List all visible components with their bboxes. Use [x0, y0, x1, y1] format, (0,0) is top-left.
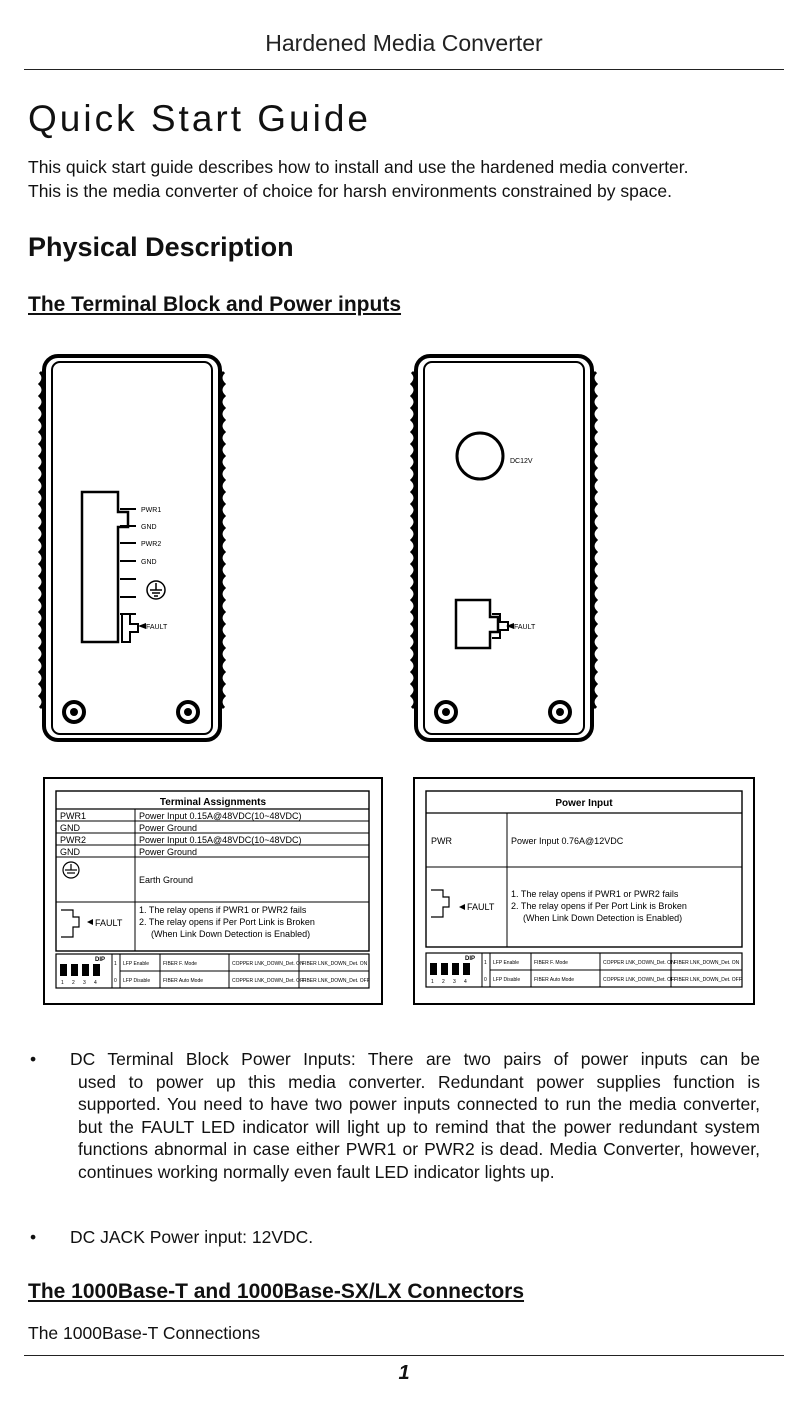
power-fault-line-1: 1. The relay opens if PWR1 or PWR2 fails	[511, 889, 679, 899]
dip-label: DIP	[95, 957, 105, 963]
dip-cell: FIBER LNK_DOWN_Det. ON	[674, 960, 740, 966]
bullet-item-dc-jack: • DC JACK Power input: 12VDC.	[30, 1226, 760, 1249]
label-gnd-2: GND	[141, 559, 157, 566]
dip-cell: FIBER F. Mode	[163, 961, 197, 967]
terminal-fault-line-3: (When Link Down Detection is Enabled)	[151, 929, 310, 939]
label-fault-right: FAULT	[514, 624, 536, 631]
terminal-row-1-label: PWR1	[60, 811, 86, 821]
dip-cell: FIBER LNK_DOWN_Det. OFF	[302, 978, 370, 984]
dip-cell: LFP Enable	[493, 960, 519, 966]
fault-arrow-icon	[138, 623, 146, 629]
dip-switch-number: 4	[94, 980, 97, 986]
header-rule	[24, 69, 784, 70]
left-edge-ridges	[38, 370, 227, 710]
running-header: Hardened Media Converter	[265, 30, 543, 56]
bullet-item-terminal-block: • DC Terminal Block Power Inputs: There …	[30, 1048, 760, 1183]
power-table-title: Power Input	[555, 798, 613, 809]
power-fault-line-2: 2. The relay opens if Per Port Link is B…	[511, 901, 687, 911]
fault-arrow-icon	[87, 919, 93, 925]
connections-text: The 1000Base-T Connections	[28, 1323, 261, 1343]
dip-cell: COPPER LNK_DOWN_Det. OFF	[603, 977, 677, 983]
label-gnd-1: GND	[141, 524, 157, 531]
dip-row-number: 0	[114, 978, 117, 984]
dip-cell: FIBER Auto Mode	[534, 977, 574, 983]
dip-cell: LFP Disable	[123, 978, 150, 984]
section-heading: Physical Description	[28, 232, 294, 262]
footer-rule	[24, 1355, 784, 1356]
dip-cell: FIBER Auto Mode	[163, 978, 203, 984]
power-input-panel: Power Input PWR Power Input 0.76A@12VDC …	[413, 777, 755, 1005]
earth-ground-icon	[62, 861, 80, 879]
subheading-connectors: The 1000Base-T and 1000Base-SX/LX Connec…	[28, 1280, 525, 1303]
dip-switch-icon	[60, 964, 100, 976]
terminal-row-3-value: Power Input 0.15A@48VDC(10~48VDC)	[139, 835, 301, 845]
dip-cell: FIBER LNK_DOWN_Det. OFF	[674, 977, 742, 983]
dip-switch-icon	[430, 963, 470, 975]
label-pwr1: PWR1	[141, 507, 161, 514]
power-fault-label: FAULT	[467, 902, 495, 912]
terminal-row-1-value: Power Input 0.15A@48VDC(10~48VDC)	[139, 811, 301, 821]
bullet-first-line: DC JACK Power input: 12VDC.	[70, 1227, 314, 1247]
dip-cell: COPPER LNK_DOWN_Det. ON	[232, 961, 304, 967]
dip-cell: COPPER LNK_DOWN_Det. ON	[603, 960, 675, 966]
intro-line-2: This is the media converter of choice fo…	[28, 181, 672, 201]
bullet-icon: •	[30, 1049, 37, 1069]
terminal-row-5-value: Earth Ground	[139, 875, 193, 885]
fault-arrow-icon	[506, 623, 514, 629]
dip-cell: LFP Enable	[123, 961, 149, 967]
earth-ground-icon	[146, 580, 166, 600]
mount-hole-icon	[62, 700, 200, 724]
subheading-terminal-block: The Terminal Block and Power inputs	[28, 293, 402, 316]
terminal-table-title: Terminal Assignments	[160, 797, 267, 808]
dip-switch-number: 3	[453, 979, 456, 985]
terminal-fault-line-1: 1. The relay opens if PWR1 or PWR2 fails	[139, 905, 307, 915]
intro-line-1: This quick start guide describes how to …	[28, 157, 689, 177]
dip-switch-number: 1	[431, 979, 434, 985]
page-title: Quick Start Guide	[28, 98, 372, 139]
bullet-body: used to power up this media converter. R…	[78, 1071, 760, 1182]
dip-switch-number: 1	[61, 980, 64, 986]
dip-cell: LFP Disable	[493, 977, 520, 983]
dip-switch-number: 3	[83, 980, 86, 986]
terminal-row-2-value: Power Ground	[139, 823, 197, 833]
dip-row-number: 0	[484, 977, 487, 983]
dc-jack-icon	[455, 431, 505, 481]
fault-arrow-icon	[459, 904, 465, 910]
dip-switch-number: 2	[442, 979, 445, 985]
power-fault-line-3: (When Link Down Detection is Enabled)	[523, 913, 682, 923]
dip-cell: COPPER LNK_DOWN_Det. OFF	[232, 978, 306, 984]
dc-jack-device-figure: DC12V FAULT	[410, 354, 599, 742]
dip-switch-number: 2	[72, 980, 75, 986]
terminal-row-4-label: GND	[60, 847, 81, 857]
dip-row-number: 1	[484, 960, 487, 966]
terminal-fault-label: FAULT	[95, 918, 123, 928]
terminal-fault-line-2: 2. The relay opens if Per Port Link is B…	[139, 917, 315, 927]
label-fault-left: FAULT	[146, 624, 168, 631]
terminal-assignments-panel: Terminal Assignments PWR1 Power Input 0.…	[43, 777, 383, 1005]
bullet-icon: •	[30, 1227, 37, 1247]
label-dc12v: DC12V	[510, 458, 533, 465]
page-number: 1	[398, 1362, 410, 1384]
dip-label: DIP	[465, 956, 475, 962]
label-pwr2: PWR2	[141, 541, 161, 548]
mount-hole-icon	[434, 700, 572, 724]
bullet-first-line: DC Terminal Block Power Inputs: There ar…	[70, 1049, 760, 1069]
terminal-row-3-label: PWR2	[60, 835, 86, 845]
terminal-row-4-value: Power Ground	[139, 847, 197, 857]
power-pwr-value: Power Input 0.76A@12VDC	[511, 836, 624, 846]
dip-cell: FIBER LNK_DOWN_Det. ON	[302, 961, 368, 967]
dip-switch-number: 4	[464, 979, 467, 985]
terminal-block-device-figure: PWR1 GND PWR2 GND FAULT	[38, 354, 227, 742]
dip-row-number: 1	[114, 961, 117, 967]
dip-cell: FIBER F. Mode	[534, 960, 568, 966]
power-pwr-label: PWR	[431, 836, 452, 846]
terminal-row-2-label: GND	[60, 823, 81, 833]
